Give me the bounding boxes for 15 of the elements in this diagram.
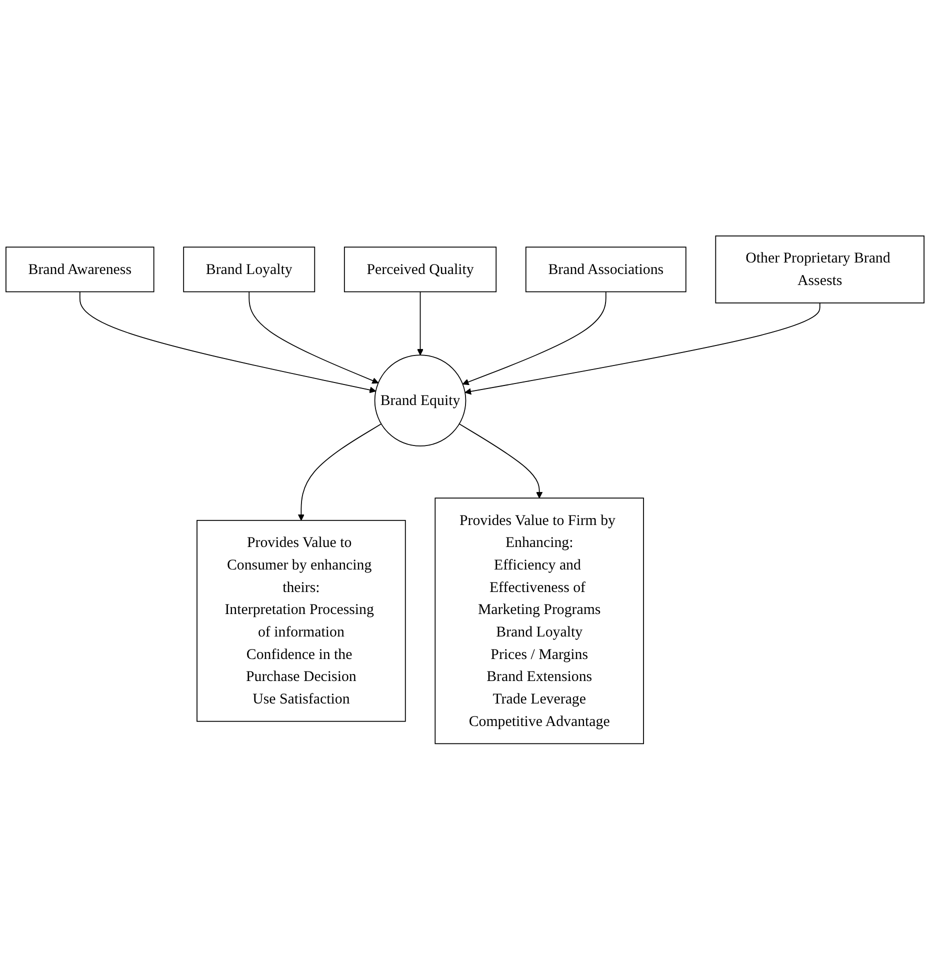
- arrow: [248, 292, 379, 384]
- node-box: Perceived Quality: [344, 246, 497, 292]
- node-box: Provides Value to Firm by Enhancing: Efficiency and Effectiveness of Marketing Programs Brand Loyalty Prices / Margins Brand Extensions Trade Leverage Competitive Advantage: [434, 498, 644, 744]
- node-box: Brand Loyalty: [183, 246, 316, 292]
- arrow: [79, 292, 376, 394]
- arrow: [458, 424, 543, 499]
- arrow: [417, 292, 424, 356]
- node-circle: Brand Equity: [374, 354, 466, 447]
- node-box: Provides Value to Consumer by enhancing theirs: Interpretation Processing of information Confidence in the Purchase Decision Use Satisfaction: [196, 520, 406, 722]
- node-box: Other Proprietary Brand Assests: [715, 236, 924, 304]
- arrow: [298, 424, 382, 521]
- arrow: [464, 302, 820, 395]
- node-box: Brand Awareness: [6, 246, 154, 292]
- node-box: Brand Associations: [525, 246, 686, 292]
- arrow: [462, 292, 606, 386]
